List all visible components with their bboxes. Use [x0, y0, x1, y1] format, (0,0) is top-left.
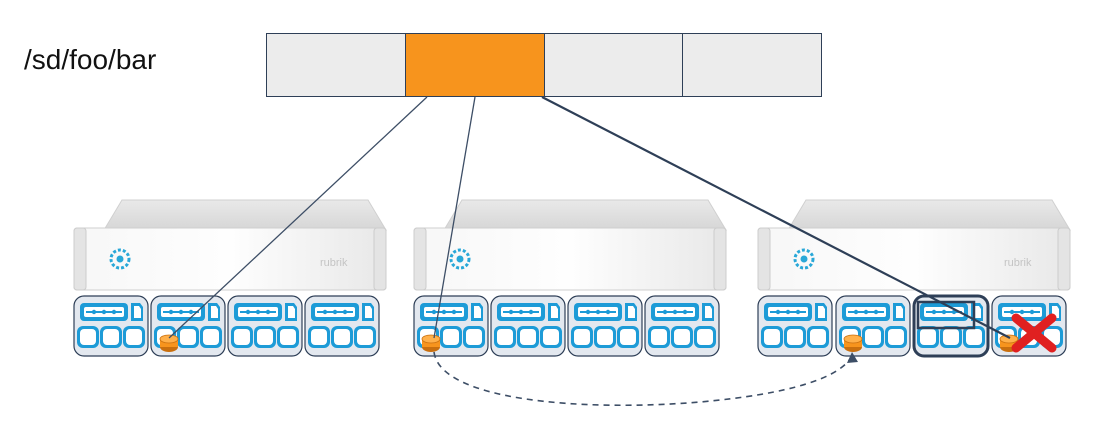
file-chunk-bar [266, 33, 822, 97]
server-2 [412, 198, 728, 357]
file-path-label: /sd/foo/bar [24, 44, 157, 75]
replica-dot-server-3-moved [843, 334, 863, 353]
file-chunk-4 [683, 34, 821, 96]
re-replication-arrow [433, 351, 853, 407]
server-3-node-3-highlighted [913, 295, 989, 357]
server-3-brand: rubrik [1004, 257, 1032, 269]
server-2-node-2 [490, 295, 566, 357]
server-1-brand: rubrik [320, 257, 348, 269]
server-1-node-4 [304, 295, 380, 357]
server-2-node-4 [644, 295, 720, 357]
server-1-node-3 [227, 295, 303, 357]
file-chunk-3 [544, 34, 684, 96]
server-1-node-1 [73, 295, 149, 357]
file-chunk-1 [267, 34, 406, 96]
link-to-server-1 [168, 96, 428, 339]
server-1: rubrik [72, 198, 388, 357]
server-3: rubrik [756, 198, 1072, 357]
link-to-server-2 [433, 96, 476, 339]
highlighted-node-inner-box [916, 300, 976, 330]
server-3-node-1 [757, 295, 833, 357]
replica-dot-server-2 [421, 334, 441, 353]
link-to-server-3 [541, 96, 1011, 339]
file-chunk-2-replicated [405, 34, 545, 96]
server-2-node-3 [567, 295, 643, 357]
re-replication-arrowhead [847, 352, 858, 363]
failure-x-icon [1011, 313, 1057, 353]
